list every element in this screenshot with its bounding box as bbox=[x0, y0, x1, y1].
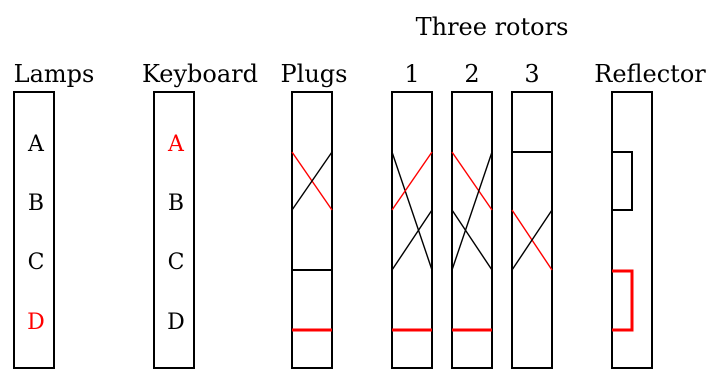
plug-wire-b-a bbox=[291, 151, 333, 211]
rotor-1-wire-a-c bbox=[391, 151, 433, 271]
rotor-3 bbox=[511, 91, 553, 369]
rotor-1 bbox=[391, 91, 433, 369]
rotor-1-box bbox=[391, 91, 433, 369]
diagram-title: Three rotors bbox=[416, 13, 569, 41]
rotor-1-wire-c-b bbox=[391, 209, 433, 271]
label-keyboard: Keyboard bbox=[142, 60, 258, 88]
key-d: D bbox=[167, 310, 185, 335]
lamp-c: C bbox=[28, 250, 45, 275]
rotor-1-wire-b-a bbox=[391, 151, 433, 211]
reflector bbox=[611, 91, 653, 369]
label-rotor-1: 1 bbox=[404, 60, 419, 88]
label-rotor-2: 2 bbox=[464, 60, 479, 88]
rotor-2-wire-a-b bbox=[451, 151, 493, 211]
keyboard-panel: A B C D bbox=[153, 91, 195, 369]
key-b: B bbox=[168, 191, 184, 216]
rotor-2-wire-c-a bbox=[451, 151, 493, 271]
lamps-panel: A B C D bbox=[13, 91, 55, 369]
label-rotor-3: 3 bbox=[524, 60, 539, 88]
plugboard-box bbox=[291, 91, 333, 369]
lamp-b: B bbox=[28, 191, 44, 216]
lamp-d: D bbox=[27, 310, 45, 335]
label-reflector: Reflector bbox=[594, 60, 706, 88]
reflector-loop-a-b bbox=[612, 151, 633, 211]
reflector-loop-c-d bbox=[612, 269, 634, 332]
rotor-3-box bbox=[511, 91, 553, 369]
label-plugs: Plugs bbox=[281, 60, 348, 88]
rotor-2-box bbox=[451, 91, 493, 369]
key-a: A bbox=[167, 132, 185, 157]
rotor-2-wire-b-c bbox=[451, 209, 493, 271]
lamp-a: A bbox=[27, 132, 45, 157]
label-lamps: Lamps bbox=[14, 60, 95, 88]
rotor-2 bbox=[451, 91, 493, 369]
lamps-box bbox=[13, 91, 55, 369]
reflector-box bbox=[611, 91, 653, 369]
rotor-3-wire-c-b bbox=[511, 209, 553, 271]
plugboard-panel bbox=[291, 91, 333, 369]
keyboard-box bbox=[153, 91, 195, 369]
key-c: C bbox=[168, 250, 185, 275]
